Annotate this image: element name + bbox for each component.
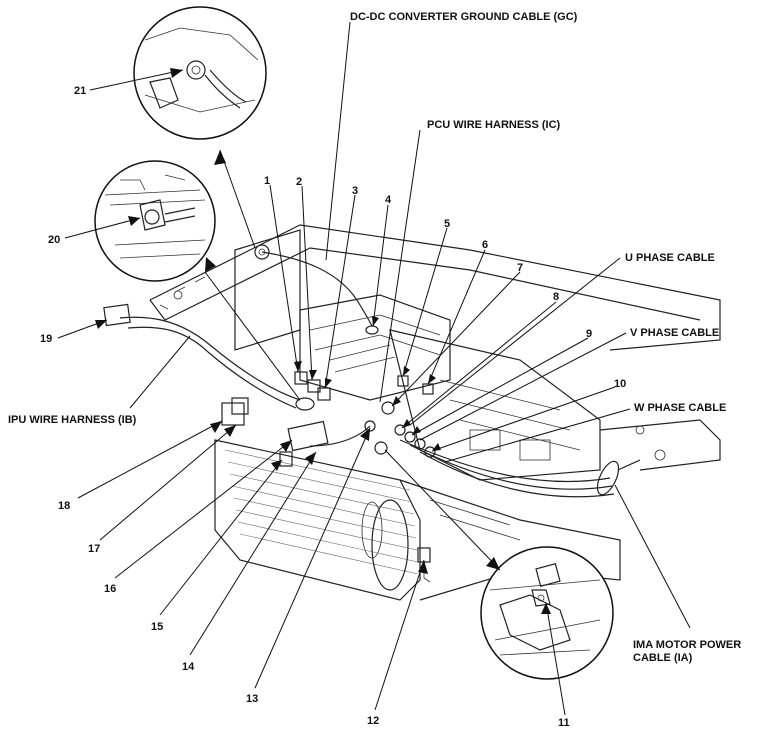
label-ib: IPU WIRE HARNESS (IB) bbox=[8, 414, 137, 426]
callout-17: 17 bbox=[88, 543, 100, 555]
arrow-heads bbox=[95, 68, 551, 614]
callout-21: 21 bbox=[74, 85, 86, 97]
label-ic: PCU WIRE HARNESS (IC) bbox=[427, 119, 561, 131]
callout-7: 7 bbox=[517, 262, 523, 274]
callout-numbers: 1 2 3 4 5 6 7 8 9 10 11 12 13 14 15 16 1… bbox=[40, 85, 626, 729]
callout-13: 13 bbox=[246, 693, 258, 705]
callout-14: 14 bbox=[182, 661, 195, 673]
label-ia-line1: IMA MOTOR POWER bbox=[633, 639, 741, 651]
label-u-phase: U PHASE CABLE bbox=[625, 252, 715, 264]
callout-6: 6 bbox=[482, 239, 488, 251]
ipu-assembly-drawing bbox=[103, 224, 721, 601]
label-ia-line2: CABLE (IA) bbox=[633, 652, 693, 664]
callout-16: 16 bbox=[104, 583, 116, 595]
callout-12: 12 bbox=[367, 715, 379, 727]
callout-9: 9 bbox=[586, 328, 592, 340]
callout-2: 2 bbox=[296, 176, 302, 188]
callout-18: 18 bbox=[58, 500, 70, 512]
callout-11: 11 bbox=[558, 717, 570, 729]
callout-1: 1 bbox=[264, 175, 270, 187]
label-gc: DC-DC CONVERTER GROUND CABLE (GC) bbox=[350, 11, 578, 23]
label-w-phase: W PHASE CABLE bbox=[634, 402, 726, 414]
detail-circle-20 bbox=[94, 160, 216, 282]
callout-8: 8 bbox=[553, 291, 559, 303]
callout-3: 3 bbox=[352, 185, 358, 197]
callout-4: 4 bbox=[385, 194, 392, 206]
label-v-phase: V PHASE CABLE bbox=[630, 327, 719, 339]
callout-19: 19 bbox=[40, 333, 52, 345]
callout-5: 5 bbox=[444, 218, 450, 230]
callout-20: 20 bbox=[48, 234, 60, 246]
callout-15: 15 bbox=[151, 621, 163, 633]
callout-10: 10 bbox=[614, 378, 626, 390]
detail-circle-21 bbox=[133, 6, 267, 140]
leader-lines bbox=[57, 21, 691, 716]
cable-labels: DC-DC CONVERTER GROUND CABLE (GC) PCU WI… bbox=[8, 11, 741, 664]
